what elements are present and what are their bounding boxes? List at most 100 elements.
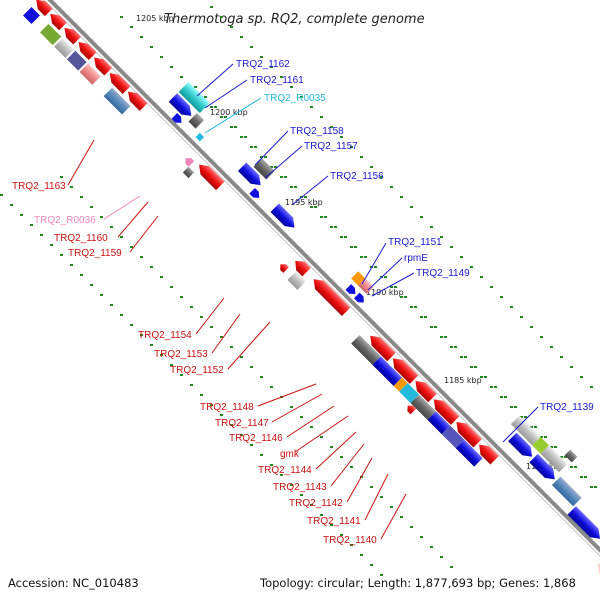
scale-tick [264, 156, 267, 158]
label-leader-line [117, 201, 149, 238]
gene-label[interactable]: TRQ2_1157 [304, 141, 358, 152]
gene-feature[interactable] [270, 203, 299, 232]
gene-feature[interactable] [393, 377, 408, 392]
gene-feature[interactable] [90, 54, 113, 76]
gene-label[interactable]: rpmE [404, 253, 428, 264]
gene-feature[interactable] [427, 411, 451, 435]
gene-feature[interactable] [508, 432, 536, 461]
gene-feature[interactable] [171, 113, 185, 126]
gene-feature[interactable] [410, 394, 436, 420]
gene-feature[interactable] [23, 6, 40, 24]
scale-tick [434, 326, 437, 328]
gene-feature[interactable] [278, 262, 289, 273]
scale-tick [170, 66, 173, 68]
gene-feature[interactable] [291, 257, 311, 277]
gene-feature[interactable] [452, 418, 482, 448]
gene-feature[interactable] [430, 395, 460, 425]
gene-feature[interactable] [345, 284, 358, 297]
scale-tick [160, 276, 163, 278]
scale-tick [410, 526, 413, 528]
scale-tick [260, 156, 263, 158]
gene-feature[interactable] [351, 335, 381, 365]
gene-feature[interactable] [237, 162, 265, 190]
gene-feature[interactable] [61, 24, 82, 45]
gene-feature[interactable] [358, 278, 374, 295]
gene-feature[interactable] [178, 81, 210, 114]
gene-label[interactable]: TRQ2_1159 [68, 248, 122, 259]
gene-label[interactable]: TRQ2_1156 [330, 171, 384, 182]
gene-label[interactable]: TRQ2_R0035 [264, 93, 326, 104]
gene-feature[interactable] [529, 453, 559, 484]
gene-label[interactable]: TRQ2_1153 [154, 349, 208, 360]
scale-tick [204, 96, 207, 98]
gene-label[interactable]: TRQ2_1154 [138, 330, 192, 341]
gene-label[interactable]: TRQ2_1160 [54, 233, 108, 244]
gene-feature[interactable] [124, 88, 148, 111]
gene-label[interactable]: TRQ2_1162 [236, 59, 290, 70]
gene-feature[interactable] [183, 155, 195, 167]
gene-label[interactable]: gmk [280, 449, 300, 460]
gene-feature[interactable] [372, 356, 403, 386]
gene-feature[interactable] [567, 506, 600, 543]
gene-feature[interactable] [540, 445, 568, 473]
gene-label[interactable]: TRQ2_1140 [323, 535, 377, 546]
gene-feature[interactable] [455, 439, 483, 467]
gene-feature[interactable] [510, 415, 541, 446]
scale-tick [280, 76, 283, 78]
label-leader-line [254, 130, 289, 166]
gene-feature[interactable] [32, 0, 53, 17]
gene-label[interactable]: TRQ2_1161 [250, 75, 304, 86]
gene-feature[interactable] [405, 403, 417, 415]
forward-gene-labels: TRQ2_1162 TRQ2_1161 TRQ2_R0035 TRQ2_1158… [236, 59, 594, 413]
gene-feature[interactable] [309, 275, 351, 316]
gene-feature[interactable] [66, 50, 87, 71]
gene-label[interactable]: TRQ2_1144 [258, 465, 312, 476]
gene-feature[interactable] [168, 93, 196, 120]
scale-tick [270, 166, 273, 168]
gene-feature[interactable] [399, 383, 420, 403]
gene-label[interactable]: TRQ2_1152 [170, 365, 224, 376]
gene-label[interactable]: TRQ2_1141 [307, 516, 361, 527]
gene-feature[interactable] [106, 69, 131, 94]
gene-feature[interactable] [249, 187, 262, 201]
scale-tick [234, 126, 237, 128]
gene-feature[interactable] [182, 166, 195, 179]
gene-feature[interactable] [75, 38, 97, 61]
gene-feature[interactable] [551, 476, 582, 507]
gene-label[interactable]: TRQ2_1139 [540, 402, 594, 413]
gene-feature[interactable] [40, 23, 62, 46]
scale-tick [450, 246, 453, 248]
scale-tick [320, 216, 323, 218]
gene-feature[interactable] [564, 449, 578, 463]
gene-label[interactable]: TRQ2_1151 [388, 237, 442, 248]
gene-label[interactable]: TRQ2_R0036 [34, 215, 96, 226]
scale-tick [430, 326, 433, 328]
gene-feature[interactable] [353, 292, 367, 306]
gene-feature[interactable] [366, 332, 396, 362]
gene-feature[interactable] [188, 113, 205, 129]
gene-feature[interactable] [287, 271, 306, 290]
scale-tick [140, 334, 143, 336]
scale-tick [404, 296, 407, 298]
gene-feature[interactable] [46, 10, 67, 31]
gene-label[interactable]: TRQ2_1158 [290, 126, 344, 137]
gene-label[interactable]: TRQ2_1146 [229, 433, 283, 444]
scale-tick [410, 206, 413, 208]
gene-label[interactable]: TRQ2_1163 [12, 181, 66, 192]
gene-feature[interactable] [441, 425, 465, 449]
gene-label[interactable]: TRQ2_1149 [416, 268, 470, 279]
gene-label[interactable]: TRQ2_1142 [289, 498, 343, 509]
gene-feature[interactable] [103, 87, 131, 115]
gene-label[interactable]: TRQ2_1148 [200, 402, 254, 413]
gene-feature[interactable] [594, 559, 600, 582]
gene-label[interactable]: TRQ2_1147 [215, 418, 269, 429]
gene-label[interactable]: TRQ2_1143 [273, 482, 327, 493]
gene-feature[interactable] [195, 160, 225, 191]
gene-feature[interactable] [389, 354, 419, 384]
gene-feature[interactable] [411, 377, 437, 403]
gene-feature[interactable] [79, 63, 101, 85]
gene-feature[interactable] [195, 132, 205, 142]
gene-feature[interactable] [54, 38, 74, 58]
scale-tick [270, 386, 273, 388]
gene-feature[interactable] [475, 440, 499, 465]
